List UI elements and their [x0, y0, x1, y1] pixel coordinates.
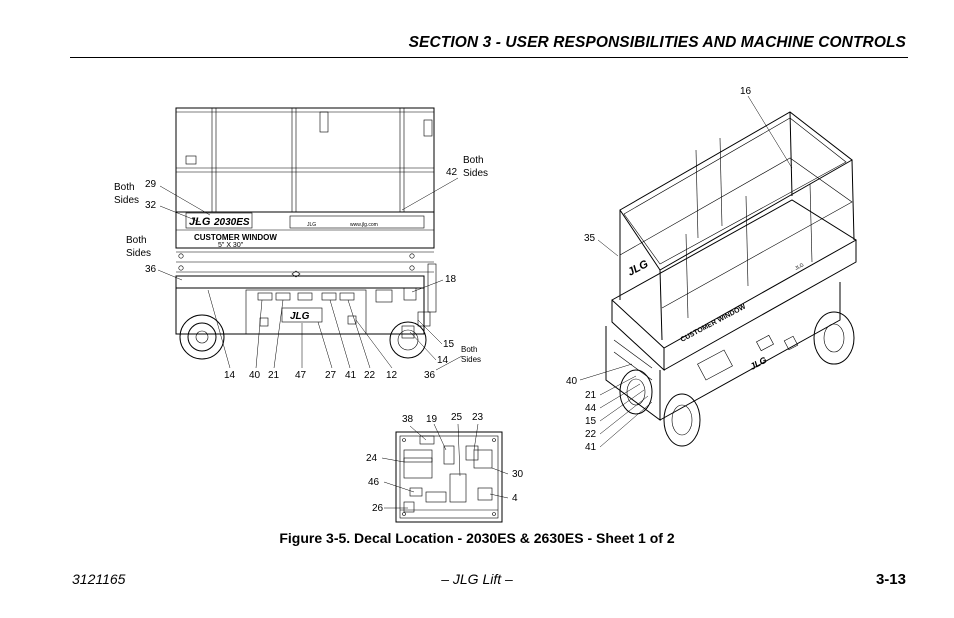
- side-view-leaders: [157, 177, 463, 371]
- control-box-leaders: [381, 423, 509, 509]
- callout-44: 44: [585, 403, 597, 414]
- header-rule: [70, 57, 908, 58]
- callout-24: 24: [366, 453, 378, 464]
- both-sides-label: Both: [461, 345, 477, 354]
- both-sides-label: Sides: [126, 248, 151, 259]
- callout-4: 4: [512, 493, 518, 504]
- jlg-iso-chassis-logo: JLG: [748, 355, 768, 372]
- callout-30: 30: [512, 469, 524, 480]
- callout-41: 41: [585, 442, 597, 453]
- footer-center-text: – JLG Lift –: [441, 571, 513, 587]
- callout-12: 12: [386, 370, 398, 381]
- jlg-iso-logo: JLG: [626, 258, 651, 279]
- callout-23: 23: [472, 412, 484, 423]
- web-decal-text: www.jlg.com: [350, 222, 378, 228]
- callout-14: 14: [437, 355, 449, 366]
- brand-small-text: JLG: [307, 222, 316, 228]
- figure-caption: Figure 3-5. Decal Location - 2030ES & 26…: [279, 530, 675, 546]
- both-sides-label: Both: [114, 182, 135, 193]
- callout-36: 36: [424, 370, 436, 381]
- both-sides-label: Sides: [463, 168, 488, 179]
- callout-40: 40: [566, 376, 578, 387]
- callout-19: 19: [426, 414, 438, 425]
- callout-27: 27: [325, 370, 337, 381]
- callout-15: 15: [443, 339, 455, 350]
- callout-18: 18: [445, 274, 457, 285]
- callout-25: 25: [451, 412, 463, 423]
- callout-15: 15: [585, 416, 597, 427]
- callout-41: 41: [345, 370, 357, 381]
- callout-35: 35: [584, 233, 596, 244]
- iso-view-leaders: [579, 95, 793, 448]
- jlg-model-decal: [185, 212, 253, 229]
- callout-42: 42: [446, 167, 458, 178]
- doc-number: 3121165: [72, 571, 126, 587]
- customer-window-iso-decal: CUSTOMER WINDOW: [680, 303, 748, 343]
- isometric-view-drawing: [605, 111, 857, 447]
- callout-38: 38: [402, 414, 414, 425]
- callout-29: 29: [145, 179, 157, 190]
- callout-32: 32: [145, 200, 157, 211]
- callout-47: 47: [295, 370, 307, 381]
- both-sides-label: Sides: [114, 195, 139, 206]
- callout-16: 16: [740, 86, 752, 97]
- jlg-chassis-decal: [281, 307, 323, 323]
- jlg-chassis-logo: JLG: [290, 311, 310, 322]
- callout-22: 22: [585, 429, 597, 440]
- control-box-drawing: [395, 431, 503, 523]
- both-sides-label: Both: [126, 235, 147, 246]
- callout-40: 40: [249, 370, 261, 381]
- side-view-drawing: [175, 107, 437, 360]
- callout-26: 26: [372, 503, 384, 514]
- brand-small-iso-text: JLG: [794, 262, 805, 272]
- callout-46: 46: [368, 477, 380, 488]
- model-decal-text: 2030ES: [213, 217, 250, 228]
- section-header: SECTION 3 - USER RESPONSIBILITIES AND MA…: [408, 34, 906, 51]
- callout-21: 21: [585, 390, 597, 401]
- callout-21: 21: [268, 370, 280, 381]
- both-sides-label: Both: [463, 155, 484, 166]
- callout-36: 36: [145, 264, 157, 275]
- customer-window-decal: CUSTOMER WINDOW: [194, 233, 277, 242]
- callout-22: 22: [364, 370, 376, 381]
- callout-14: 14: [224, 370, 236, 381]
- page-number: 3-13: [875, 571, 906, 588]
- window-size-decal: 5" X 30": [218, 242, 244, 249]
- both-sides-label: Sides: [461, 355, 481, 364]
